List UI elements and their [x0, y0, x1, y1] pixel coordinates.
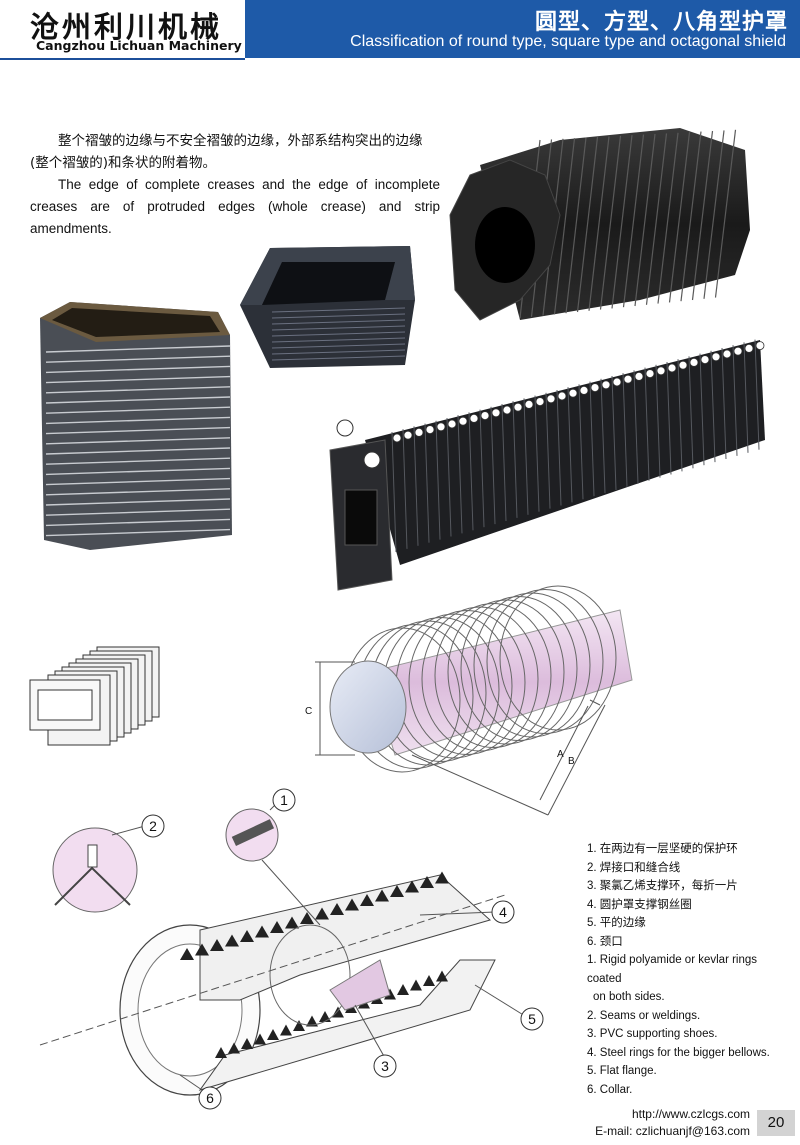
- flat-bellows-sketch: [29, 646, 160, 746]
- intro-cn: 整个褶皱的边缘与不安全褶皱的边缘，外部系结构突出的边缘(整个褶皱的)和条状的附着…: [30, 133, 423, 171]
- callout-1: 1: [280, 792, 288, 808]
- callout-4: 4: [499, 904, 507, 920]
- dim-label-b: B: [568, 756, 575, 767]
- footer-contact: http://www.czlcgs.com E-mail: czlichuanj…: [560, 1106, 750, 1140]
- legend-cn-6: 6. 颈口: [587, 935, 623, 948]
- legend-cn-5: 5. 平的边缘: [587, 917, 646, 929]
- dim-label-c: C: [305, 706, 312, 717]
- footer-email[interactable]: E-mail: czlichuanjf@163.com: [595, 1124, 750, 1138]
- parts-legend: 1. 在两边有一层坚硬的保护环 2. 焊接口和缝合线 3. 聚氯乙烯支撑环，每折…: [587, 840, 792, 1099]
- legend-cn-2: 2. 焊接口和缝合线: [587, 861, 681, 874]
- dim-label-a: A: [557, 749, 564, 760]
- legend-en-1-cont: on both sides.: [593, 991, 665, 1003]
- header-title-bar: [245, 0, 800, 58]
- page-number: 20: [757, 1110, 795, 1136]
- callout-2: 2: [149, 818, 157, 834]
- header-brand-area: [0, 0, 245, 60]
- callout-3: 3: [381, 1058, 389, 1074]
- legend-en-1: 1. Rigid polyamide or kevlar rings coate…: [587, 954, 758, 985]
- cutaway-bellows-diagram: 1 2 3 4 5 6: [39, 788, 544, 1110]
- legend-cn-3: 3. 聚氯乙烯支撑环，每折一片: [587, 880, 738, 892]
- legend-cn-1: 1. 在两边有一层坚硬的保护环: [587, 843, 738, 855]
- square-frame-bellows-photo: [240, 246, 415, 368]
- round-bellows-dimension-diagram: C A B: [305, 585, 633, 816]
- page-title-en: Classification of round type, square typ…: [350, 33, 786, 50]
- callout-5: 5: [528, 1011, 536, 1027]
- legend-en-5: 5. Flat flange.: [587, 1065, 657, 1077]
- brand-name-cn: 沧州利川机械: [30, 10, 223, 44]
- legend-en-6: 6. Collar.: [587, 1083, 633, 1096]
- legend-cn-4: 4. 圆护罩支撑钢丝圈: [587, 898, 692, 911]
- brand-name-en: Cangzhou Lichuan Machinery: [36, 38, 242, 53]
- page-title-cn: 圆型、方型、八角型护罩: [534, 10, 788, 35]
- intro-text: 整个褶皱的边缘与不安全褶皱的边缘，外部系结构突出的边缘(整个褶皱的)和条状的附着…: [30, 130, 440, 240]
- intro-en: The edge of complete creases and the edg…: [30, 177, 440, 236]
- legend-en-3: 3. PVC supporting shoes.: [587, 1028, 718, 1040]
- tall-square-bellows-photo: [40, 302, 232, 550]
- legend-en-4: 4. Steel rings for the bigger bellows.: [587, 1046, 770, 1059]
- callout-6: 6: [206, 1090, 214, 1106]
- legend-en-2: 2. Seams or weldings.: [587, 1009, 701, 1022]
- footer-url[interactable]: http://www.czlcgs.com: [631, 1107, 750, 1121]
- octagonal-bellows-photo: [449, 128, 750, 321]
- long-rectangular-bellows-photo: [329, 339, 765, 591]
